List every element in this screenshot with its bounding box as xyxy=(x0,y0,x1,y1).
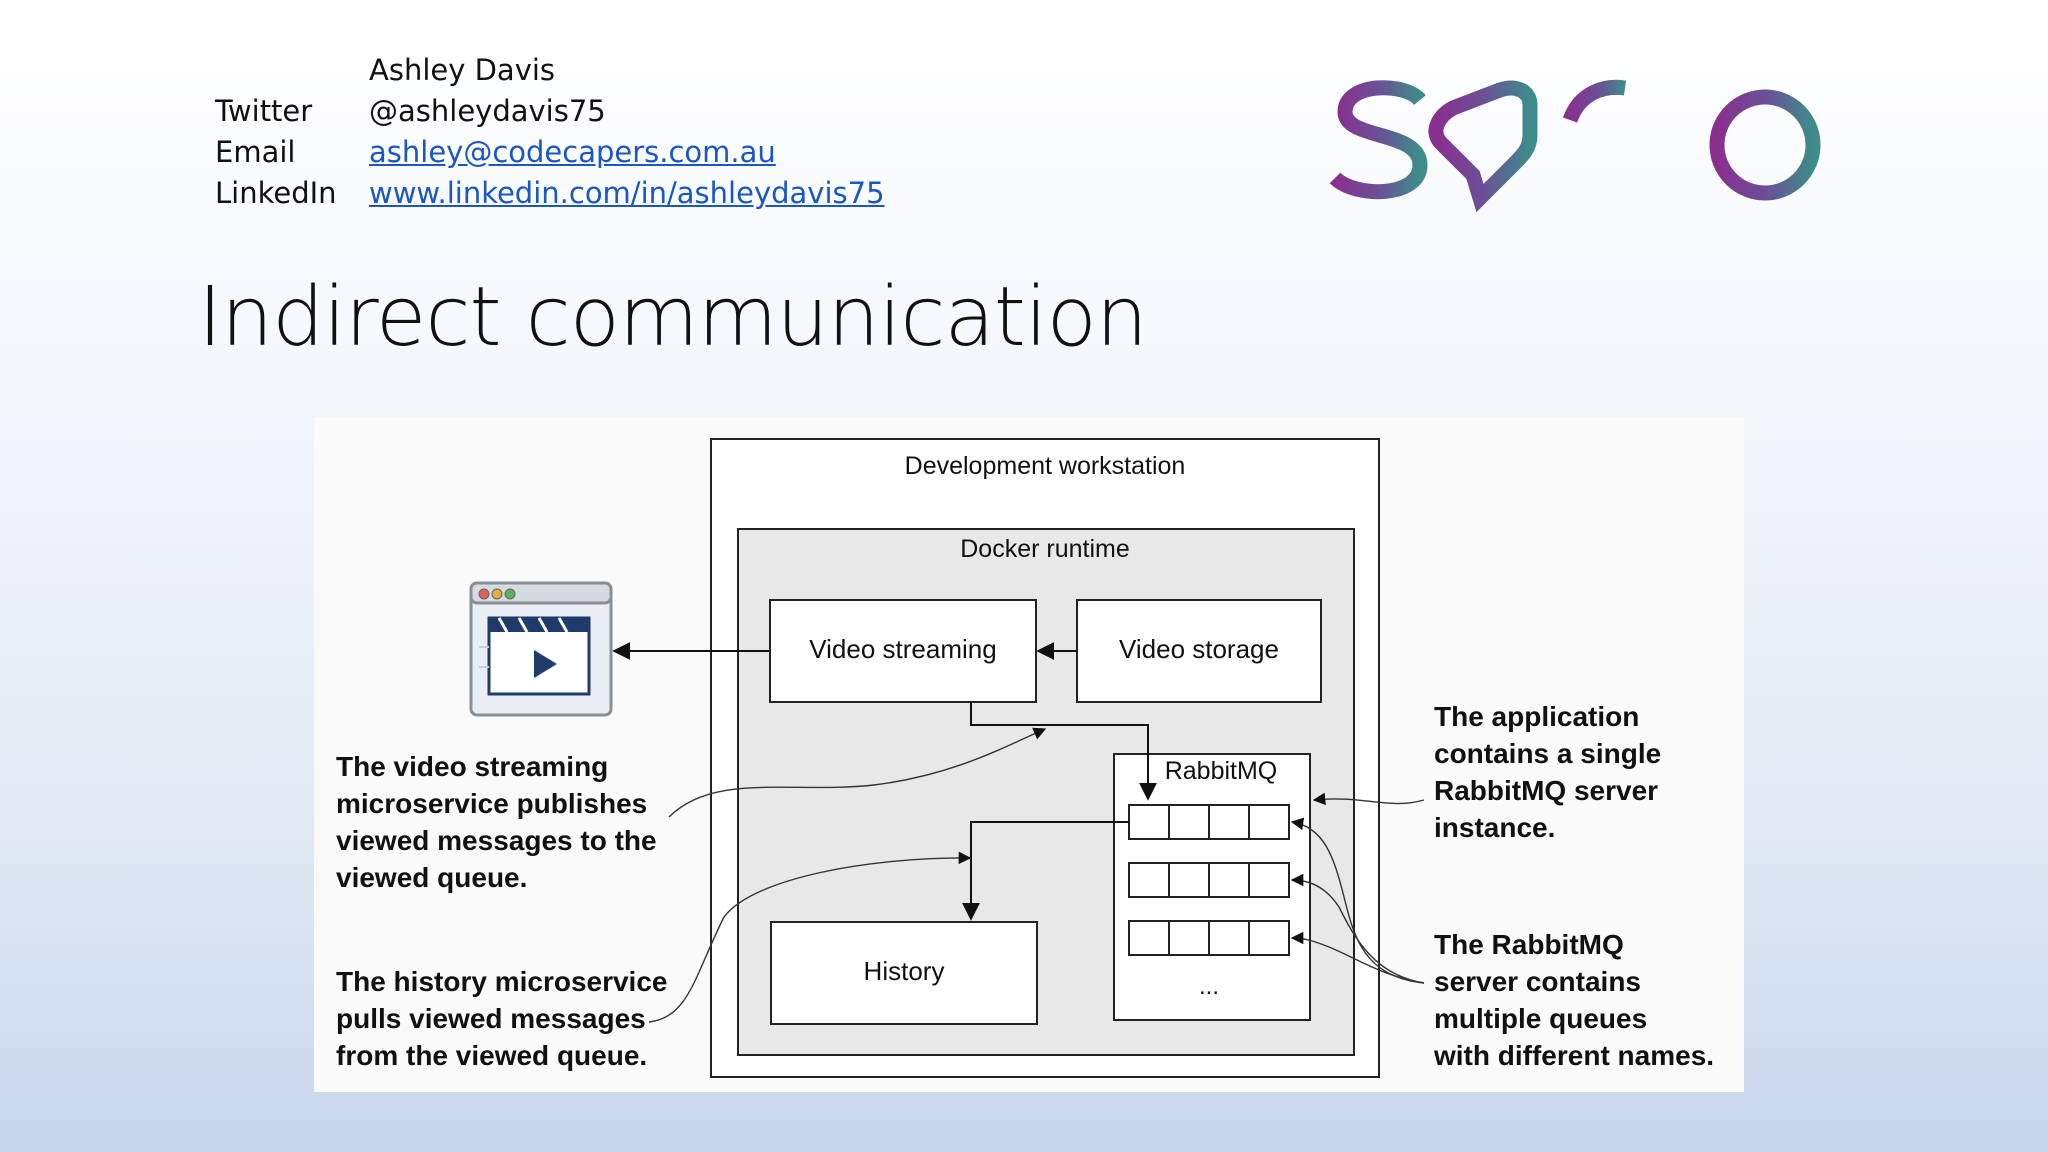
history-box xyxy=(770,921,1038,1025)
contact-block: Ashley Davis Twitter @ashleydavis75 Email… xyxy=(215,50,885,214)
video-storage-label: Video storage xyxy=(1119,634,1279,664)
slide-title: Indirect communication xyxy=(198,270,1148,365)
email-label: Email xyxy=(215,135,296,169)
video-player-icon xyxy=(469,581,613,717)
leader-single xyxy=(1312,792,1425,806)
queue-3 xyxy=(1128,920,1290,956)
arrow-queue-to-history xyxy=(962,821,1129,921)
callout-single-server: The application contains a single Rabbit… xyxy=(1434,701,1669,843)
sortal-logo-mark xyxy=(1329,35,1873,230)
callout-multiple-queues: The RabbitMQ server contains multiple qu… xyxy=(1433,929,1714,1071)
leader-queues-1 xyxy=(1290,817,1425,984)
leader-pull xyxy=(648,851,972,1023)
viewed-queue xyxy=(1128,804,1290,840)
workstation-label: Development workstation xyxy=(905,452,1186,480)
sortal-logo xyxy=(1329,35,1873,230)
callout-publish: The video streaming microservice publish… xyxy=(336,751,664,893)
leader-queues-3 xyxy=(1290,931,1425,984)
architecture-diagram: Development workstation Docker runtime V… xyxy=(314,417,1744,1092)
email-link[interactable]: ashley@codecapers.com.au xyxy=(369,135,776,169)
linkedin-label: LinkedIn xyxy=(215,176,337,210)
leader-publish xyxy=(668,727,1047,818)
twitter-handle: @ashleydavis75 xyxy=(369,94,606,128)
video-storage-box xyxy=(1076,599,1322,703)
video-streaming-label: Video streaming xyxy=(809,634,996,664)
rabbitmq-label: RabbitMQ xyxy=(1165,757,1278,785)
twitter-label: Twitter xyxy=(215,94,313,128)
arrow-publish-to-queue xyxy=(970,702,1157,801)
docker-runtime-label: Docker runtime xyxy=(960,535,1130,563)
callout-pull: The history microservice pulls viewed me… xyxy=(336,966,675,1071)
queues-ellipsis: ... xyxy=(1199,973,1219,1000)
author-name: Ashley Davis xyxy=(369,53,556,87)
linkedin-link[interactable]: www.linkedin.com/in/ashleydavis75 xyxy=(369,176,885,210)
history-label: History xyxy=(864,956,945,986)
video-streaming-box xyxy=(769,599,1037,703)
queue-2 xyxy=(1128,862,1290,898)
leader-queues-2 xyxy=(1290,873,1425,984)
